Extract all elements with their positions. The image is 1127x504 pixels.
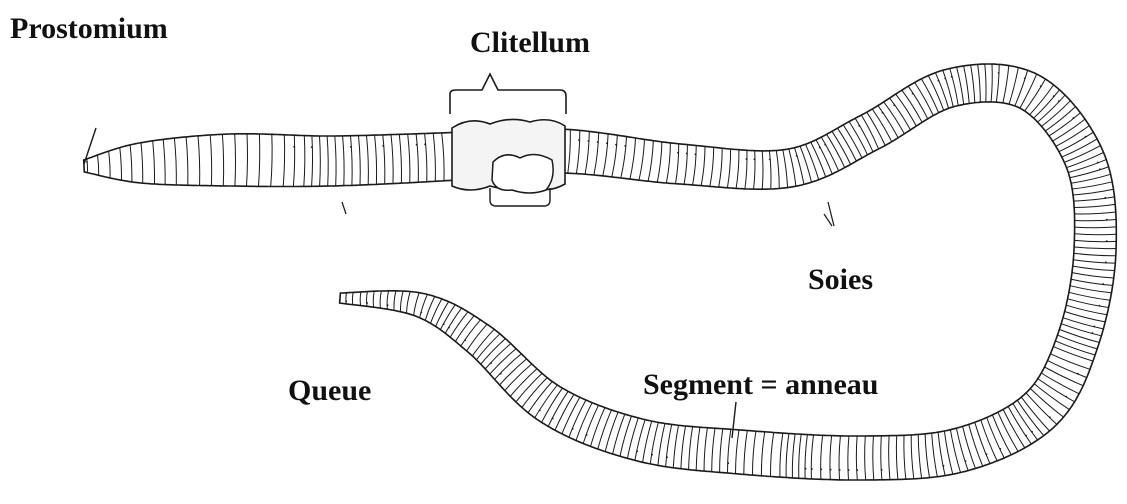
worm-seta-dot [387, 304, 389, 306]
worm-seta-dot [769, 159, 771, 161]
worm-seta-dot [999, 448, 1001, 450]
worm-seta-dot [943, 465, 945, 467]
worm-seta-dot [965, 460, 967, 462]
worm-seta-dot [858, 125, 860, 127]
worm-seta-dot [597, 141, 599, 143]
worm-seta-dot [1058, 100, 1060, 102]
worm-seta-dot [1097, 162, 1099, 164]
worm-seta-dot [420, 312, 422, 314]
worm-seta-dot [311, 146, 313, 148]
worm-seta-dot [893, 104, 895, 106]
worm-seta-dot [345, 301, 347, 303]
worm-seta-dot [727, 462, 729, 464]
worm-seta-dot [819, 147, 821, 149]
label-soies: Soies [808, 265, 873, 295]
worm-seta-dot [606, 142, 608, 144]
worm-seta-dot [830, 469, 832, 471]
worm-seta-dot [1024, 77, 1026, 79]
worm-seta-dot [416, 144, 418, 146]
worm-outline [84, 64, 1117, 480]
worm-seta-dot [1093, 326, 1095, 328]
worm-seta-dot [944, 78, 946, 80]
worm-seta-dot [615, 144, 617, 146]
worm-seta-dot [539, 410, 541, 412]
worm-seta-dot [1049, 416, 1051, 418]
worm-seta-dot [350, 146, 352, 148]
worm-seta-dot [1053, 95, 1055, 97]
worm-seta-dot [1072, 117, 1074, 119]
worm-seta-dot [686, 153, 688, 155]
label-prostomium: Prostomium [10, 14, 168, 44]
worm-seta-dot [293, 146, 295, 148]
worm-seta-dot [1106, 219, 1108, 221]
worm-seta-dot [586, 434, 588, 436]
worm-seta-dot [588, 140, 590, 142]
worm-seta-dot [1040, 85, 1042, 87]
worm-seta-dot [998, 72, 1000, 74]
worm-seta-dot [938, 80, 940, 82]
worm-seta-dot [1099, 305, 1101, 307]
worm-seta-dot [448, 327, 450, 329]
worm-seta-dot [424, 143, 426, 145]
worm-seta-dot [490, 362, 492, 364]
worm-seta-dot [796, 155, 798, 157]
worm-seta-dot [881, 469, 883, 471]
worm-seta-dot [695, 153, 697, 155]
worm-seta-dot [1065, 396, 1067, 398]
label-queue: Queue [288, 376, 371, 406]
worm-seta-dot [86, 161, 88, 163]
worm-seta-dot [951, 76, 953, 78]
worm-seta-dot [882, 112, 884, 114]
worm-seta-dot [339, 300, 341, 302]
seta-mark [342, 202, 346, 214]
worm-seta-dot [986, 453, 988, 455]
worm-seta-dot [443, 323, 445, 325]
worm-seta-dot [677, 152, 679, 154]
worm-seta-dot [912, 93, 914, 95]
worm-seta-dot [1077, 373, 1079, 375]
worm-seta-dot [805, 468, 807, 470]
worm-seta-dot [1106, 240, 1108, 242]
label-clitellum: Clitellum [470, 28, 590, 58]
worm-seta-dot [1025, 435, 1027, 437]
worm-seta-dot [666, 456, 668, 458]
worm-seta-dot [500, 373, 502, 375]
worm-seta-dot [824, 144, 826, 146]
worm-seta-dot [856, 469, 858, 471]
worm-seta-dot [1102, 283, 1104, 285]
worm-seta-dot [366, 302, 368, 304]
worm-seta-dot [636, 450, 638, 452]
soies-leader-line-2 [824, 214, 832, 226]
worm-body [84, 64, 1117, 480]
worm-seta-dot [1031, 431, 1033, 433]
worm-seta-dot [624, 145, 626, 147]
clitellum-pore-area [492, 154, 553, 193]
worm-seta-dot [754, 158, 756, 160]
worm-seta-dot [464, 339, 466, 341]
worm-seta-dot [572, 428, 574, 430]
worm-seta-dot [1092, 332, 1094, 334]
worm-seta-dot [382, 145, 384, 147]
worm-seta-dot [839, 469, 841, 471]
worm-seta-dot [848, 469, 850, 471]
worm-seta-dot [1104, 197, 1106, 199]
label-segment: Segment = anneau [643, 370, 878, 400]
worm-seta-dot [1085, 136, 1087, 138]
worm-seta-dot [552, 418, 554, 420]
worm-seta-dot [651, 454, 653, 456]
clitellum-bracket [450, 74, 566, 114]
worm-seta-dot [1099, 168, 1101, 170]
worm-seta-dot [811, 468, 813, 470]
worm-seta-dot [1105, 261, 1107, 263]
worm-seta-dot [820, 469, 822, 471]
worm-seta-dot [578, 139, 580, 141]
worm-seta-dot [746, 158, 748, 160]
